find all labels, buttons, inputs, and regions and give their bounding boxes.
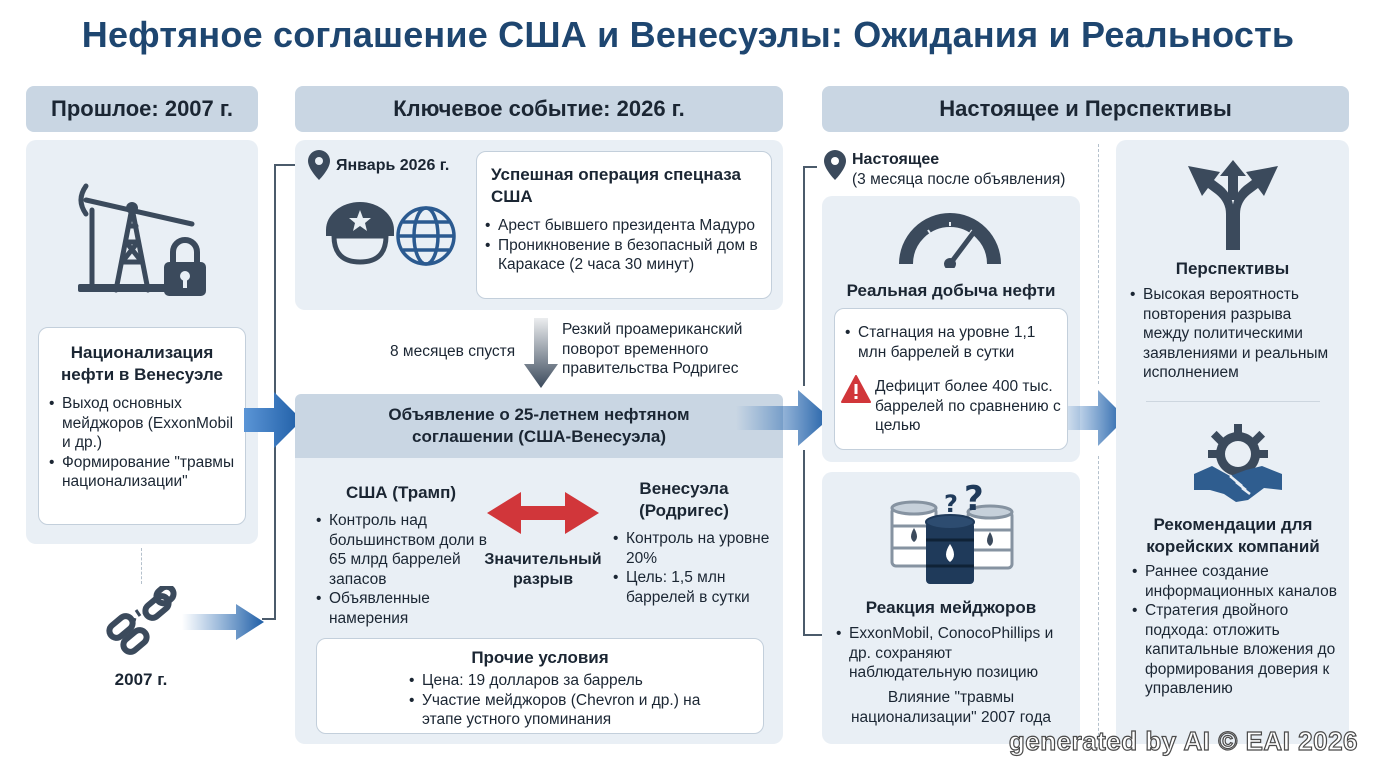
list-item: Арест бывшего президента Мадуро <box>485 216 763 236</box>
list-item: Цена: 19 долларов за баррель <box>409 671 709 691</box>
usa-title: США (Трамп) <box>345 483 457 502</box>
connector-line <box>274 164 308 166</box>
split-arrows-icon <box>1186 160 1280 250</box>
oil-output-title: Реальная добыча нефти <box>846 281 1056 300</box>
list-item: Контроль над большинством доли в 65 млрд… <box>316 511 492 589</box>
recommendations-bullets: Раннее создание информационных каналов С… <box>1132 562 1342 699</box>
operation-card: Успешная операция спецназа США Арест быв… <box>476 151 772 299</box>
column-header-past: Прошлое: 2007 г. <box>26 86 258 132</box>
list-item: Проникновение в безопасный дом в Каракас… <box>485 236 763 275</box>
soldier-helmet-icon <box>322 200 398 266</box>
column-header-present: Настоящее и Перспективы <box>822 86 1349 132</box>
announcement-banner: Объявление о 25-летнем нефтяном соглашен… <box>295 394 783 458</box>
connector-line <box>803 634 823 636</box>
year-2007-label: 2007 г. <box>114 670 168 689</box>
connector-line <box>262 618 276 620</box>
connector-line <box>274 164 276 619</box>
gauge-icon <box>898 208 1002 268</box>
nationalization-title: Национализация нефти в Венесуэле <box>61 343 223 384</box>
divider <box>1098 456 1099 746</box>
divider <box>1146 401 1320 402</box>
outlook-bullets: Высокая вероятность повторения разрыва м… <box>1130 285 1340 383</box>
operation-title: Успешная операция спецназа США <box>491 165 741 206</box>
event-date: Январь 2026 г. <box>336 157 450 174</box>
connector-line <box>803 450 805 636</box>
oil-barrels-icon <box>884 480 1014 590</box>
arrow-right-icon <box>736 390 830 446</box>
list-item: Стратегия двойного подхода: отложить кап… <box>1132 601 1342 699</box>
turn-note: Резкий проамериканский поворот временног… <box>562 321 743 377</box>
divider <box>1098 144 1099 384</box>
oil-pump-icon <box>72 166 212 300</box>
oil-output-card: Стагнация на уровне 1,1 млн баррелей в с… <box>834 308 1068 450</box>
padlock-icon <box>160 234 210 300</box>
arrow-right-icon <box>1068 390 1126 446</box>
question-marks-icon: ? ? <box>944 480 994 520</box>
warning-icon <box>841 375 871 403</box>
present-label: Настоящее <box>852 151 940 168</box>
arrow-down-icon <box>524 318 558 388</box>
gap-label: Значительный разрыв <box>484 551 602 588</box>
list-item: Высокая вероятность повторения разрыва м… <box>1130 285 1340 383</box>
page-title: Нефтяное соглашение США и Венесуэлы: Ожи… <box>81 14 1295 55</box>
location-pin-icon <box>308 150 330 180</box>
list-item: Выход основных мейджоров (ExxonMobil и д… <box>49 394 235 453</box>
recommendations-title: Рекомендации для корейских компаний <box>1146 515 1320 556</box>
majors-title: Реакция мейджоров <box>865 598 1037 617</box>
other-conditions-title: Прочие условия <box>471 648 609 667</box>
arrow-right-icon <box>244 392 302 448</box>
watermark: generated by AI © EAI 2026 <box>1008 725 1358 756</box>
other-conditions-card: Прочие условия Цена: 19 долларов за барр… <box>316 638 764 734</box>
venezuela-title: Венесуэла (Родригес) <box>639 479 729 520</box>
list-item: Участие мейджоров (Chevron и др.) на эта… <box>409 691 709 730</box>
list-item: Цель: 1,5 млн баррелей в сутки <box>613 568 773 607</box>
gear-handshake-icon <box>1190 424 1286 506</box>
usa-bullets: Контроль над большинством доли в 65 млрд… <box>316 511 492 628</box>
majors-note: Влияние "травмы национализации" 2007 год… <box>851 689 1051 726</box>
arrow-right-icon <box>182 604 264 640</box>
column-header-key-event: Ключевое событие: 2026 г. <box>295 86 783 132</box>
oil-warning-text: Дефицит более 400 тыс. баррелей по сравн… <box>875 378 1061 434</box>
operation-bullets: Арест бывшего президента Мадуро Проникно… <box>485 216 763 275</box>
oil-output-bullets: Стагнация на уровне 1,1 млн баррелей в с… <box>845 323 1059 362</box>
nationalization-card: Национализация нефти в Венесуэле Выход о… <box>38 327 246 525</box>
two-way-arrow-icon <box>487 486 599 540</box>
broken-chain-icon <box>102 586 180 658</box>
connector-line <box>803 166 805 386</box>
connector-line <box>803 166 817 168</box>
globe-icon <box>394 204 458 268</box>
list-item: Объявленные намерения <box>316 589 492 628</box>
outlook-title: Перспективы <box>1175 259 1290 278</box>
list-item: Стагнация на уровне 1,1 млн баррелей в с… <box>845 323 1059 362</box>
venezuela-bullets: Контроль на уровне 20% Цель: 1,5 млн бар… <box>613 529 773 607</box>
nationalization-bullets: Выход основных мейджоров (ExxonMobil и д… <box>49 394 235 492</box>
list-item: Формирование "травмы национализации" <box>49 453 235 492</box>
months-later-label: 8 месяцев спустя <box>390 343 516 360</box>
present-sublabel: (3 месяца после объявления) <box>852 171 1066 188</box>
list-item: Контроль на уровне 20% <box>613 529 773 568</box>
majors-bullets: ExxonMobil, ConocoPhillips и др. сохраня… <box>836 624 1066 683</box>
list-item: Раннее создание информационных каналов <box>1132 562 1342 601</box>
list-item: ExxonMobil, ConocoPhillips и др. сохраня… <box>836 624 1066 683</box>
announcement-text: Объявление о 25-летнем нефтяном соглашен… <box>388 405 690 446</box>
other-conditions-bullets: Цена: 19 долларов за баррель Участие мей… <box>409 671 709 730</box>
location-pin-icon <box>824 150 846 180</box>
svg-text:?: ? <box>964 480 984 519</box>
svg-text:?: ? <box>944 490 958 518</box>
divider <box>141 548 142 584</box>
